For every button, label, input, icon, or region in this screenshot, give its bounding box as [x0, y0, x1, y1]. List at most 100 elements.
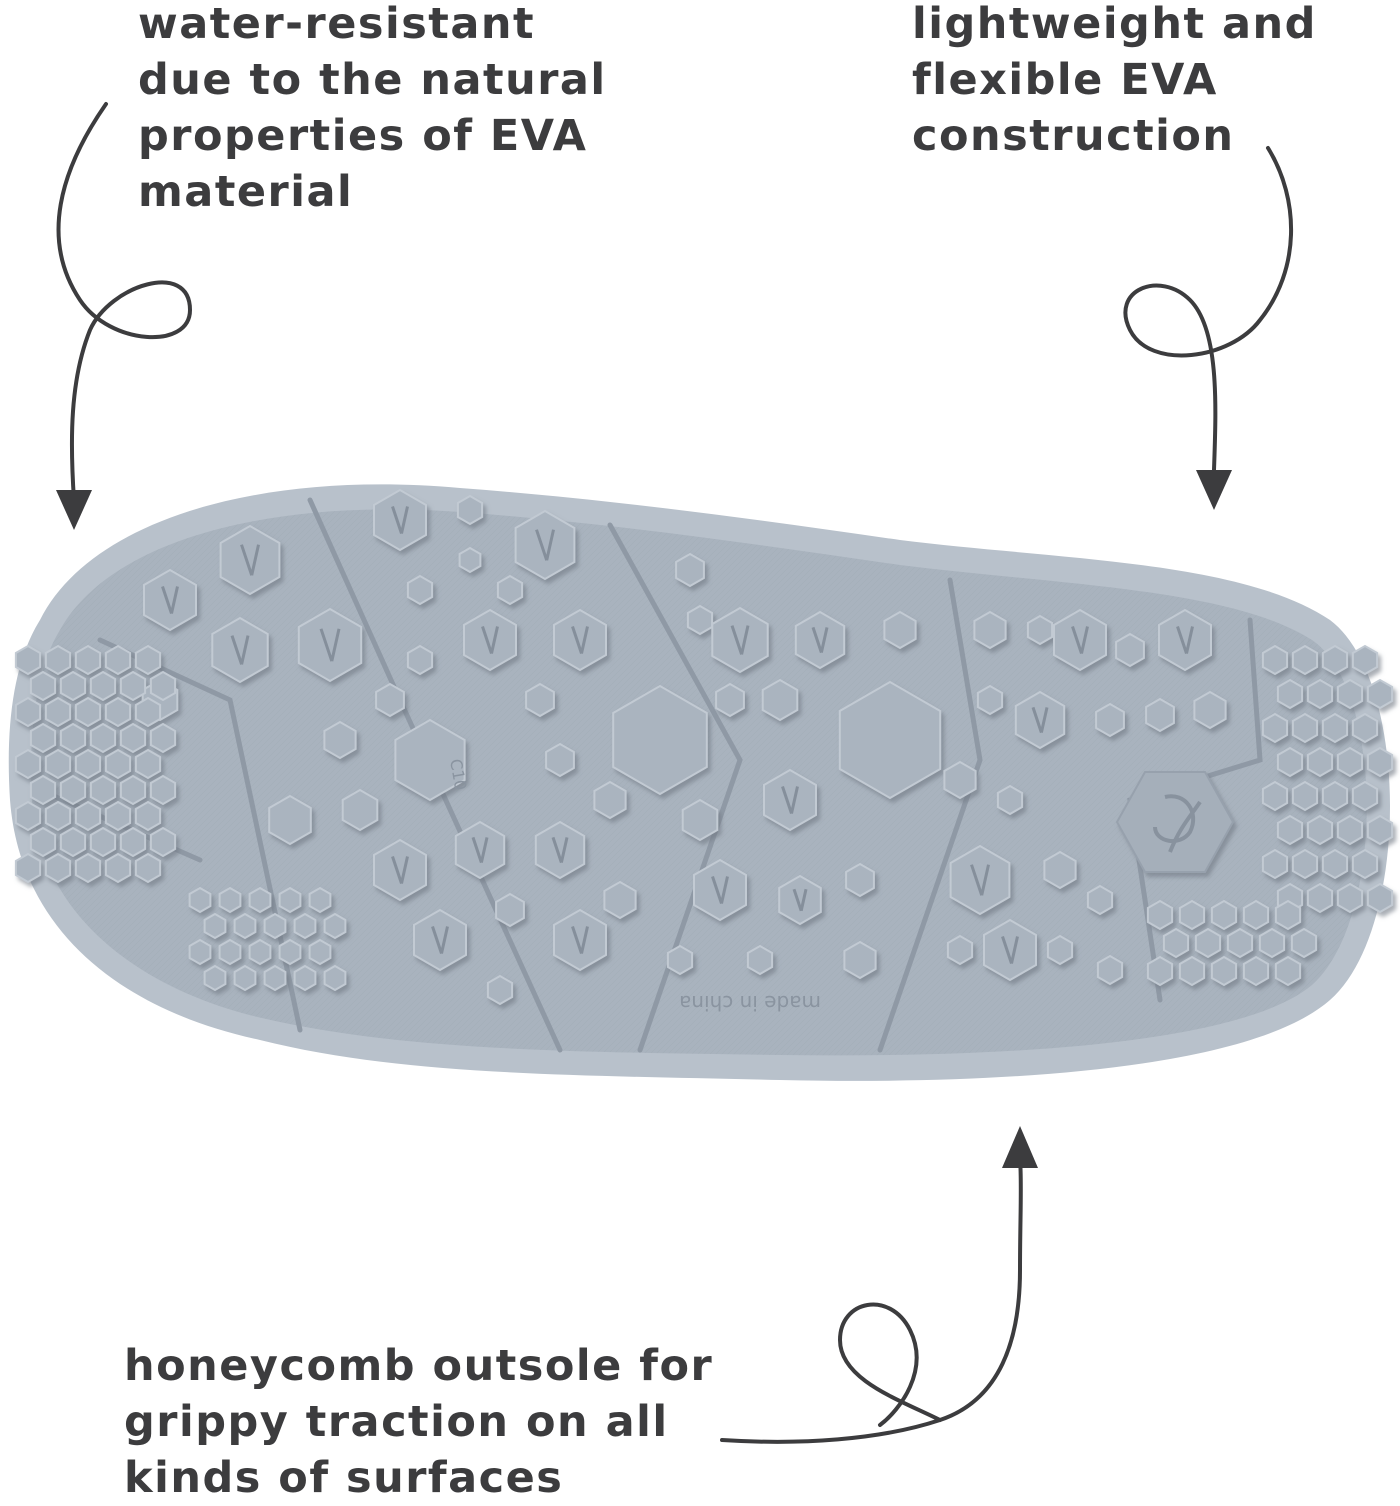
tread-lug	[375, 682, 405, 718]
honeycomb-outsole-callout: honeycomb outsole for grippy traction on…	[124, 1338, 713, 1506]
tread-lug	[406, 644, 434, 676]
tread-lug	[29, 774, 57, 806]
callout-line: material	[138, 167, 354, 217]
tread-lug	[203, 912, 227, 940]
tread-lug	[218, 938, 242, 966]
tread-lug	[233, 964, 257, 992]
tread-lug	[1162, 927, 1190, 959]
shoe-sole: C10 made in china	[8, 484, 1394, 1081]
tread-lug	[845, 862, 875, 898]
tread-lug	[1210, 955, 1238, 987]
tread-lug	[746, 944, 774, 976]
tread-lug	[843, 940, 877, 980]
tread-lug	[603, 880, 637, 920]
tread-lug	[666, 944, 694, 976]
tread-lug	[134, 852, 162, 884]
callout-line: honeycomb outsole for	[124, 1341, 714, 1391]
tread-lug	[104, 748, 132, 780]
tread-lug	[341, 788, 379, 832]
tread-lug	[1178, 899, 1206, 931]
tread-lug	[593, 780, 627, 820]
lug-slot	[1176, 626, 1194, 654]
tread-lug	[44, 852, 72, 884]
lug-slot	[781, 786, 799, 814]
tread-lug	[1258, 927, 1286, 959]
tread-lug	[1274, 899, 1302, 931]
tread-lug	[89, 826, 117, 858]
tread-lug	[1321, 644, 1349, 676]
tread-lug	[44, 644, 72, 676]
tread-lug	[59, 670, 87, 702]
tread-lug	[693, 858, 747, 922]
tread-lug	[1178, 955, 1206, 987]
tread-lug	[1351, 848, 1379, 880]
tread-lug	[413, 908, 467, 972]
tread-lug	[406, 574, 434, 606]
lug-slot	[471, 836, 489, 864]
tread-lug	[297, 607, 363, 683]
tread-lug	[463, 608, 517, 672]
tread-lug	[104, 800, 132, 832]
callout-line: due to the natural	[138, 55, 607, 105]
curly-arrow-down-icon	[56, 102, 193, 530]
tread-lug	[1276, 814, 1304, 846]
lug-slot	[571, 926, 589, 954]
tread-lug	[394, 718, 466, 802]
lug-slot	[730, 625, 750, 655]
tread-lug	[458, 546, 482, 574]
tread-lug	[219, 524, 281, 596]
curly-arrow-up-icon	[720, 1126, 1038, 1444]
tread-lug	[1291, 644, 1319, 676]
tread-lug	[1336, 882, 1364, 914]
tread-lug	[496, 574, 524, 606]
tread-lug	[44, 800, 72, 832]
leaf-logo-icon	[1115, 771, 1235, 873]
tread-lug	[1115, 632, 1145, 668]
tread-lug	[1261, 780, 1289, 812]
tread-lug	[263, 964, 287, 992]
lug-slot	[1071, 626, 1089, 654]
tread-lug	[1043, 850, 1077, 890]
tread-lug	[268, 794, 312, 846]
tread-lug	[514, 509, 576, 581]
lug-slot	[391, 506, 409, 534]
tread-lug	[612, 684, 708, 796]
tread-lug	[149, 826, 177, 858]
tread-lug	[1026, 614, 1054, 646]
tread-lug	[763, 768, 817, 832]
tread-lug	[74, 748, 102, 780]
tread-lug	[1306, 814, 1334, 846]
tread-lug	[495, 892, 525, 928]
tread-lug	[59, 826, 87, 858]
tread-lug	[14, 696, 42, 728]
tread-lug	[74, 800, 102, 832]
tread-lug	[248, 886, 272, 914]
tread-lug	[1291, 712, 1319, 744]
tread-lug	[14, 748, 42, 780]
tread-lug	[973, 610, 1007, 650]
curly-arrow-down-icon	[1123, 146, 1293, 510]
tread-lug	[1336, 814, 1364, 846]
tread-lug	[675, 552, 705, 588]
tread-lug	[323, 720, 357, 760]
lug-slot	[481, 626, 499, 654]
tread-lug	[323, 912, 347, 940]
tread-lug	[545, 742, 575, 778]
tread-lug	[1306, 746, 1334, 778]
tread-lug	[1194, 927, 1222, 959]
tread-lug	[1321, 848, 1349, 880]
tread-lug	[983, 918, 1037, 982]
tread-lug	[1242, 899, 1270, 931]
tread-lug	[104, 852, 132, 884]
tread-lug	[486, 974, 514, 1006]
tread-lug	[1046, 934, 1074, 966]
tread-lug	[278, 886, 302, 914]
tread-lug	[211, 616, 269, 684]
lug-slot	[970, 864, 990, 896]
tread-lug	[218, 886, 242, 914]
tread-lug	[293, 964, 317, 992]
tread-lug	[14, 644, 42, 676]
lug-slot	[230, 635, 250, 665]
tread-lug	[553, 608, 607, 672]
